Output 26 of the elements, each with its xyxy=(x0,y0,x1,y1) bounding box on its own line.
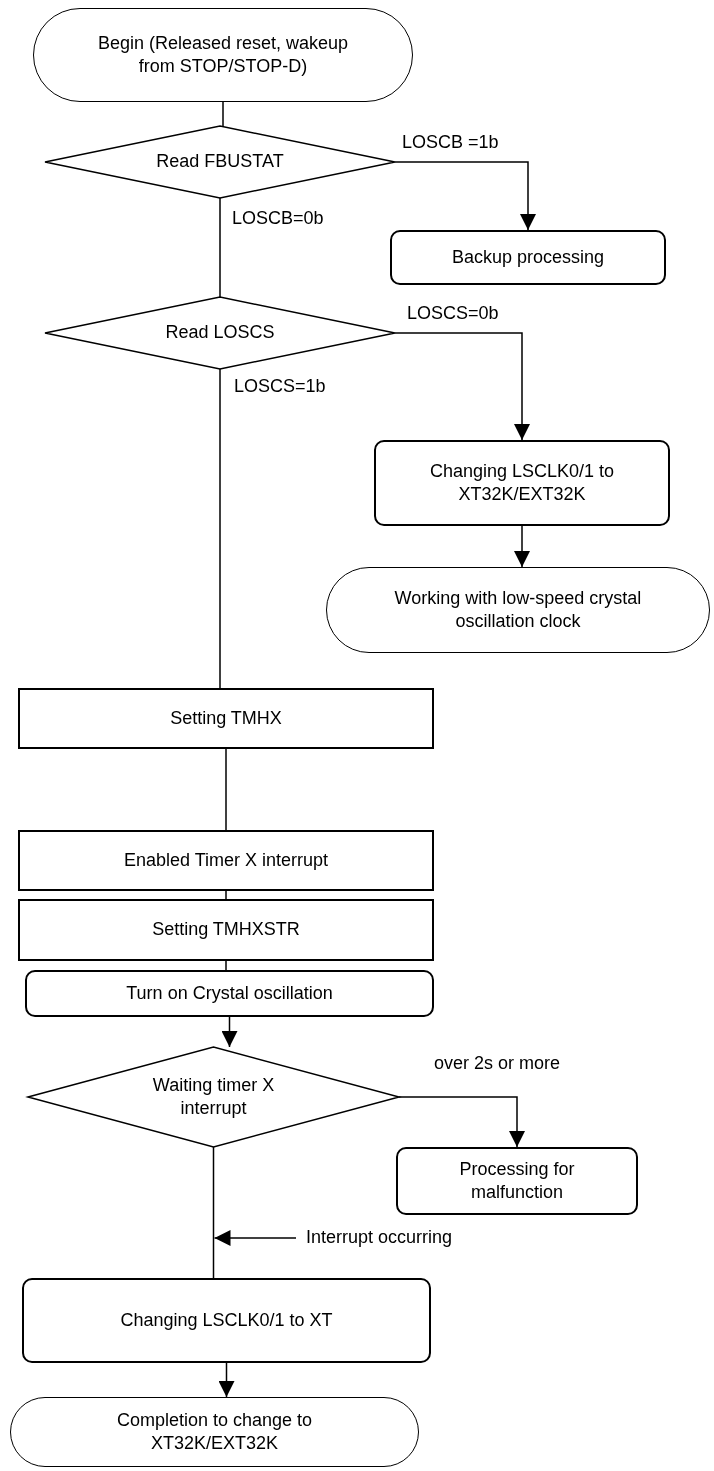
process-box: Backup processing xyxy=(390,230,666,285)
arrow xyxy=(514,525,530,568)
process-box: Setting TMHXSTR xyxy=(18,899,434,961)
arrow xyxy=(218,1362,235,1398)
process-box: Changing LSCLK0/1 to XT32K/EXT32K xyxy=(374,440,670,526)
connector-line xyxy=(219,368,221,689)
decision-diamond: Waiting timer X interrupt xyxy=(28,1047,399,1147)
connector-line xyxy=(225,960,227,971)
process-box: Setting TMHX xyxy=(18,688,434,749)
connector-line xyxy=(225,748,227,831)
decision-diamond: Read LOSCS xyxy=(45,297,395,369)
process-box: Turn on Crystal oscillation xyxy=(25,970,434,1017)
connector-line xyxy=(212,1146,215,1279)
arrow xyxy=(221,1016,238,1048)
arrow xyxy=(394,161,536,231)
process-box: Processing for malfunction xyxy=(396,1147,638,1215)
process-box: Changing LSCLK0/1 to XT xyxy=(22,1278,431,1363)
connector-line xyxy=(219,197,221,298)
note-text: Interrupt occurring xyxy=(300,1226,472,1250)
connector-line xyxy=(225,890,227,900)
arrow xyxy=(398,1096,525,1148)
arrow xyxy=(394,332,530,441)
decision-diamond: Read FBUSTAT xyxy=(45,126,395,198)
connector-line xyxy=(222,101,224,127)
arrow xyxy=(213,1230,297,1246)
process-box: Enabled Timer X interrupt xyxy=(18,830,434,891)
